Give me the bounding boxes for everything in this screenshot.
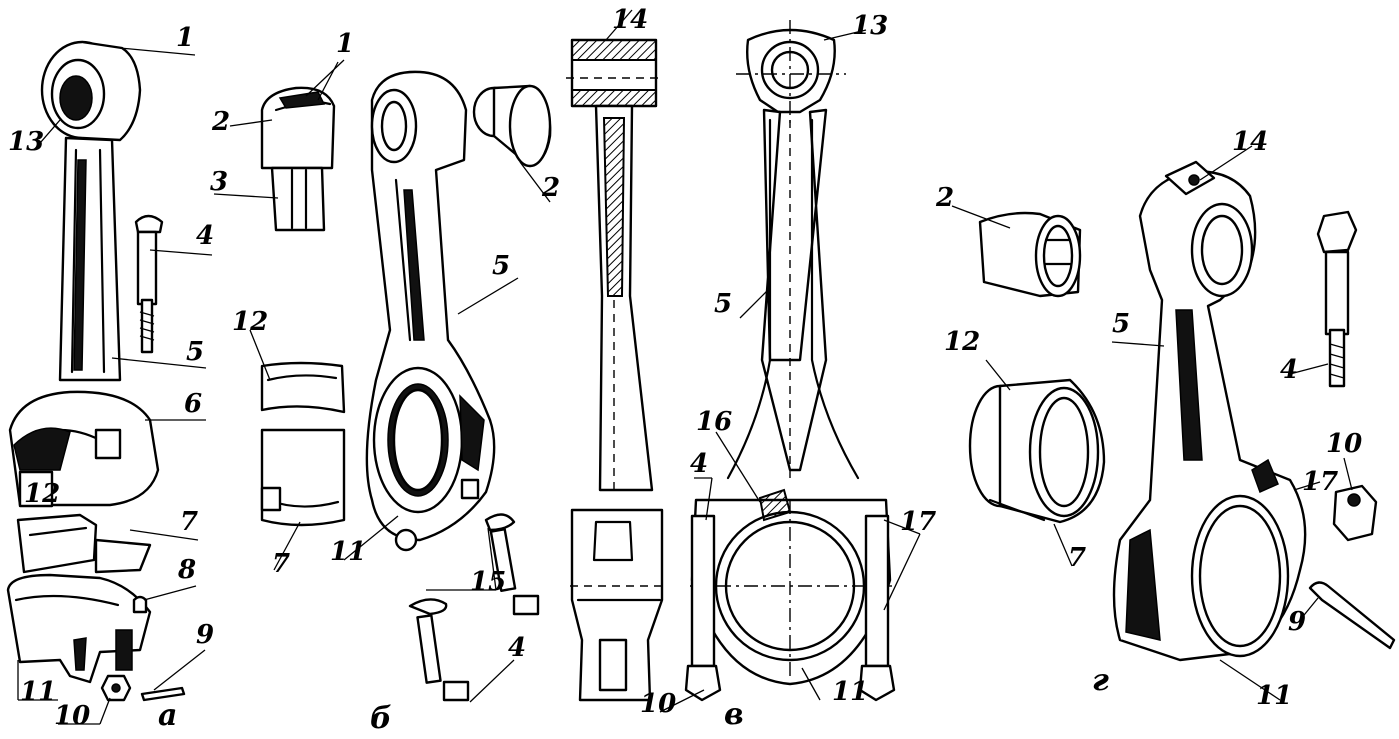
panel-b-shells	[260, 361, 346, 527]
callout-g-10: 10	[1326, 429, 1362, 459]
callout-g-5: 5	[1112, 309, 1130, 339]
panel-a-cap	[6, 573, 152, 684]
callout-v-13: 13	[852, 11, 888, 41]
callout-b-4: 4	[508, 633, 526, 663]
panel-v-rod-front	[684, 20, 896, 702]
panel-a-rod	[8, 40, 160, 508]
callout-g-14: 14	[1232, 127, 1268, 157]
callout-b-2: 2	[211, 107, 230, 137]
panel-label-a: а	[158, 698, 177, 733]
callout-g-4: 4	[1280, 355, 1298, 385]
panel-g-nut	[1332, 484, 1378, 542]
callout-v-14: 14	[612, 5, 648, 35]
callout-b-1: 1	[336, 29, 354, 59]
panel-b-bolts	[408, 513, 540, 702]
panel-g-rod	[1112, 160, 1307, 662]
panel-g-bushing	[978, 211, 1082, 298]
callout-v-16: 16	[696, 407, 732, 437]
callout-a-6: 6	[184, 389, 202, 419]
panel-b-bushing	[472, 84, 552, 168]
callout-a-9: 9	[196, 620, 214, 650]
callout-a-11: 11	[20, 677, 56, 707]
callout-v-10: 10	[640, 689, 676, 719]
callout-a-1: 1	[176, 23, 194, 53]
callout-a-7: 7	[180, 507, 198, 537]
callout-a-4: 4	[196, 221, 214, 251]
callout-g-2: 2	[935, 183, 954, 213]
panel-g-leaders	[951, 145, 1353, 701]
panel-a-bolt	[134, 214, 164, 354]
callout-v-11: 11	[832, 677, 868, 707]
panel-b-labels: 1 2 3 12 7 2 5 11 15 4	[210, 29, 560, 663]
panel-a-leaders	[17, 47, 213, 725]
panel-label-b: б	[370, 701, 392, 735]
panel-g-pin	[1308, 581, 1396, 650]
callout-g-11: 11	[1256, 681, 1292, 711]
callout-v-4: 4	[690, 449, 708, 479]
callout-a-12: 12	[24, 479, 60, 509]
callout-b-3: 3	[210, 167, 228, 197]
panel-v-leaders	[605, 9, 921, 713]
callout-a-10: 10	[54, 701, 90, 731]
callout-b-5: 5	[492, 251, 510, 281]
panel-b-rod	[365, 70, 496, 552]
callout-v-17: 17	[900, 507, 936, 537]
panel-b-small-end-parts	[260, 86, 336, 232]
callout-g-17: 17	[1302, 467, 1338, 497]
callout-b-7: 7	[272, 549, 290, 579]
panel-v-labels: 14 13 5 16 4 17 10 11	[612, 5, 936, 719]
callout-a-13: 13	[8, 127, 44, 157]
callout-b-11: 11	[330, 537, 366, 567]
panel-a-labels: 1 13 4 5 6 12 7 8 9 11 10	[8, 23, 214, 731]
panel-a-bearing-shells	[16, 513, 152, 574]
callout-b-15: 15	[470, 567, 506, 597]
callout-a-8: 8	[177, 555, 196, 585]
panel-a-nut-pin	[100, 674, 186, 702]
panel-label-v: в	[724, 697, 744, 732]
panel-g-labels: 14 2 4 12 5 10 17 7 9 11	[935, 127, 1362, 711]
panel-label-g: г	[1092, 663, 1109, 698]
callout-v-5: 5	[714, 289, 732, 319]
callout-b-2-bushing: 2	[541, 173, 560, 203]
panel-b-leaders	[213, 59, 551, 703]
callout-g-9: 9	[1288, 607, 1306, 637]
callout-a-5: 5	[186, 337, 204, 367]
panel-g-bolt	[1316, 210, 1358, 388]
callout-g-7: 7	[1068, 543, 1086, 573]
panel-v-section-view	[566, 38, 664, 702]
panel-g-shells	[968, 378, 1106, 524]
callout-g-12: 12	[944, 327, 980, 357]
callout-b-12: 12	[232, 307, 268, 337]
